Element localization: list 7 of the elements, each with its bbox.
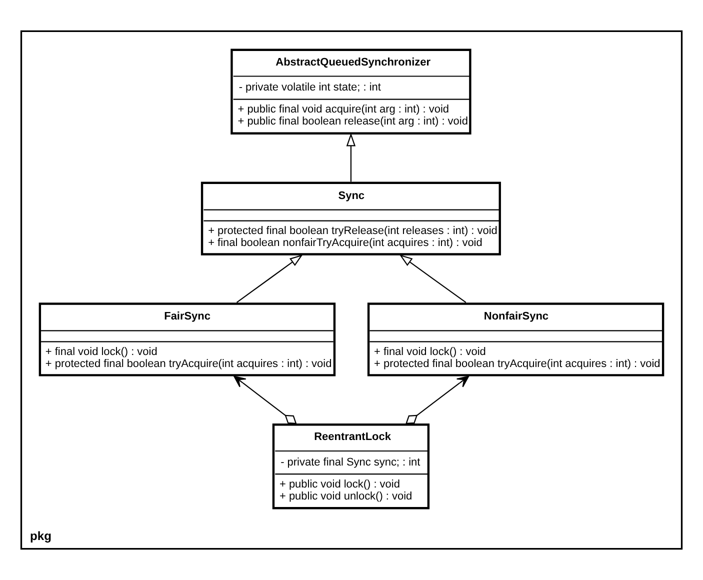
node-box: NonfairSync + final void lock() : void + protected final boolean tryAcquire(int acquires : int) : void xyxy=(367,302,664,376)
arrow xyxy=(236,254,303,303)
arrow xyxy=(234,376,297,424)
arrow xyxy=(346,133,356,182)
arrow xyxy=(406,376,470,424)
arrow xyxy=(399,254,466,303)
node-box: FairSync + final void lock() : void + protected final boolean tryAcquire(int acquires : int) : void xyxy=(38,302,336,376)
